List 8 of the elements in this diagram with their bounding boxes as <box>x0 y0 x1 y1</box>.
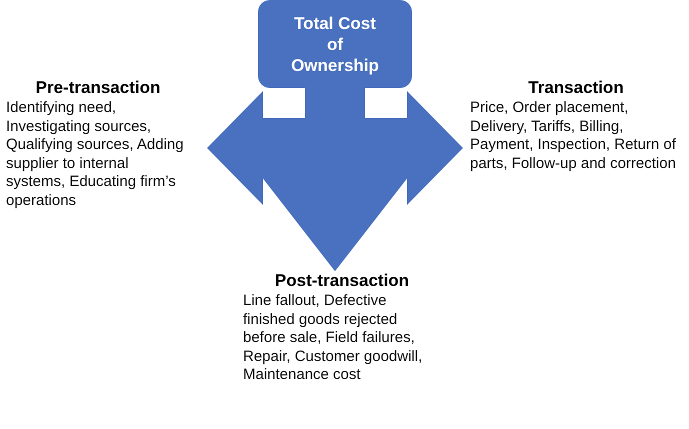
section-text: Price, Order placement, Delivery, Tariffs, Billing, Payment, Inspection, Return of parts, Follow-up and correction <box>470 99 677 173</box>
section-text: Line fallout, Defective finished goods rejected before sale, Field failures, Repair, Customer goodwill, Maintenance cost <box>243 292 424 384</box>
section-heading: Post-transaction <box>274 271 410 291</box>
title-box <box>258 0 412 88</box>
section-heading: Pre-transaction <box>34 78 162 98</box>
title-text: Total Cost of Ownership <box>290 12 380 76</box>
section-text: Identifying need, Investigating sources, Qualifying sources, Adding supplier to internal systems, Educating firm’s operations <box>6 99 185 210</box>
section-heading: Transaction <box>527 78 625 98</box>
